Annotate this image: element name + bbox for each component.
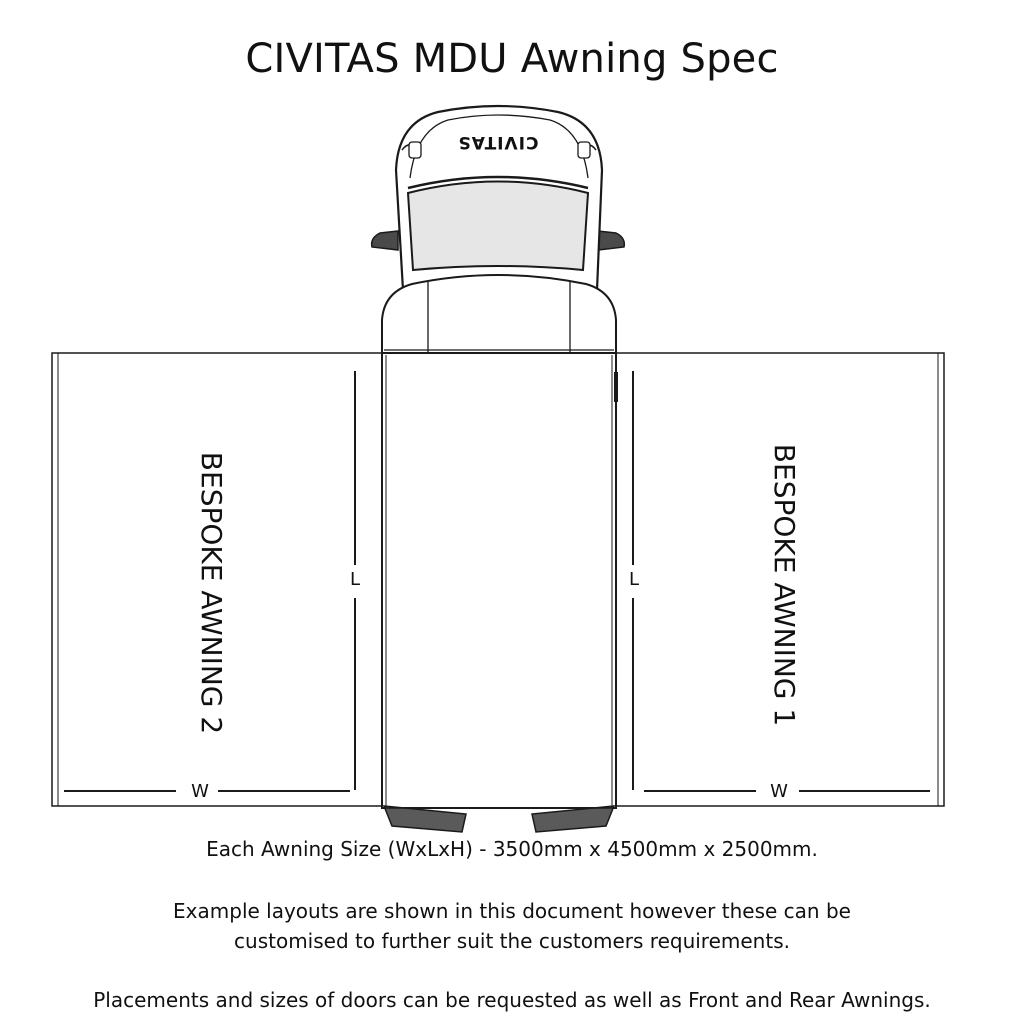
- vehicle-top-view: CIVITAS: [370, 104, 626, 833]
- layout-note-line1: Example layouts are shown in this docume…: [173, 899, 851, 923]
- rear-bumper-left: [382, 805, 467, 833]
- roof-front: [381, 274, 617, 354]
- mirror-right-icon: [597, 230, 626, 251]
- awning-right-label: BESPOKE AWNING 1: [768, 444, 801, 726]
- length-marker-left: L: [350, 569, 360, 590]
- awning-right: L W BESPOKE AWNING 1: [611, 352, 945, 807]
- awning-left-outline: [51, 352, 383, 807]
- awning-left-label: BESPOKE AWNING 2: [195, 452, 228, 734]
- vehicle-body: [381, 352, 617, 809]
- rear-bumper-right: [531, 805, 616, 833]
- windscreen: [406, 180, 590, 272]
- layout-note: Example layouts are shown in this docume…: [0, 896, 1024, 956]
- page-title: CIVITAS MDU Awning Spec: [245, 36, 779, 82]
- width-marker-left: W: [191, 781, 209, 802]
- awning-right-outline: [611, 352, 945, 807]
- bonnet-logo: CIVITAS: [458, 132, 539, 152]
- layout-note-line2: customised to further suit the customers…: [234, 929, 790, 953]
- placement-note: Placements and sizes of doors can be req…: [93, 988, 931, 1012]
- awning-left: L W BESPOKE AWNING 2: [51, 352, 383, 807]
- length-marker-right: L: [629, 569, 639, 590]
- mirror-left-icon: [370, 230, 399, 251]
- width-marker-right: W: [770, 781, 788, 802]
- awning-size-note: Each Awning Size (WxLxH) - 3500mm x 4500…: [206, 837, 818, 861]
